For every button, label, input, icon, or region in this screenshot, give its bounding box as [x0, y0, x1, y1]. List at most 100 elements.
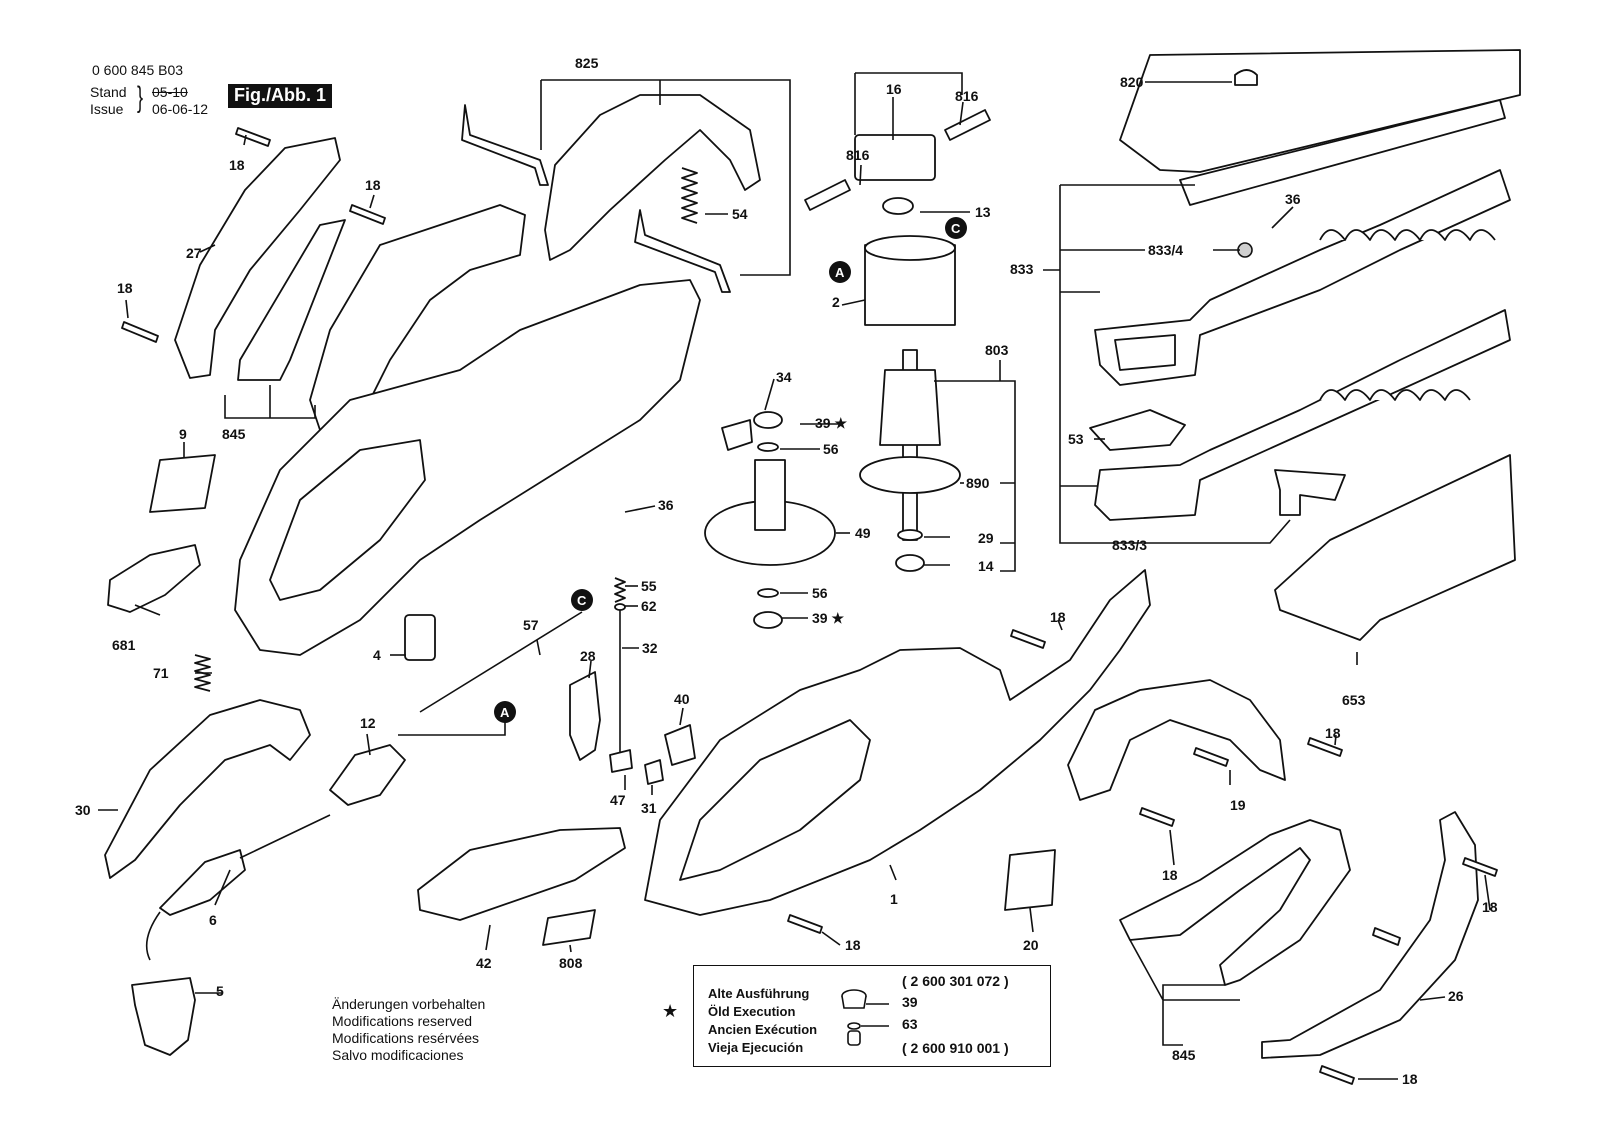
- callout-833: 833: [1010, 261, 1034, 277]
- callout-803: 803: [985, 342, 1009, 358]
- bushing-39-bottom: [753, 611, 783, 629]
- stator-top: [864, 235, 956, 261]
- callout-56-bottom: 56: [812, 585, 828, 601]
- power-cord: [145, 814, 331, 961]
- modifications-notice: Änderungen vorbehalten Modifications res…: [332, 996, 485, 1064]
- legend-title-fr: Ancien Exécution: [708, 1022, 818, 1037]
- main-housing-window: [679, 719, 871, 881]
- callout-16: 16: [886, 81, 902, 97]
- callout-4: 4: [373, 647, 381, 663]
- callout-32: 32: [642, 640, 658, 656]
- guard-26: [1261, 811, 1479, 1059]
- callout-31: 31: [641, 800, 657, 816]
- legend-part-icons: [841, 989, 889, 1046]
- callout-816-top: 816: [955, 88, 979, 104]
- legend-part-number-a: ( 2 600 301 072 ): [902, 973, 1009, 989]
- modifications-de: Änderungen vorbehalten: [332, 996, 486, 1012]
- issue-label: Issue: [90, 101, 124, 117]
- label-9: [149, 454, 216, 513]
- washer-29: [897, 529, 923, 541]
- callout-18-a: 18: [229, 157, 245, 173]
- callout-653: 653: [1342, 692, 1366, 708]
- callout-26: 26: [1448, 988, 1464, 1004]
- marker-c-wire: C: [577, 593, 587, 608]
- callout-29: 29: [978, 530, 994, 546]
- callout-54: 54: [732, 206, 748, 222]
- modifications-en: Modifications reserved: [332, 1013, 473, 1029]
- ring-62: [614, 603, 626, 611]
- callout-681: 681: [112, 637, 136, 653]
- brush-holder: [854, 134, 936, 181]
- spring-55: [614, 577, 626, 603]
- marker-a-wire: A: [500, 705, 510, 720]
- callout-6: 6: [209, 912, 217, 928]
- callout-42: 42: [476, 955, 492, 971]
- callout-55: 55: [641, 578, 657, 594]
- callout-845-left: 845: [222, 426, 246, 442]
- callout-18-e: 18: [1325, 725, 1341, 741]
- callout-833-4: 833/4: [1148, 242, 1183, 258]
- callout-2: 2: [832, 294, 840, 310]
- callout-9: 9: [179, 426, 187, 442]
- switch-rod-lower: [634, 209, 731, 293]
- callout-47: 47: [610, 792, 626, 808]
- armature-fan: [859, 456, 961, 494]
- bracket-28: [569, 671, 601, 761]
- old-date: 05-10: [152, 84, 188, 100]
- modifications-es: Salvo modificaciones: [332, 1047, 464, 1063]
- cable-lead-12: [329, 744, 406, 806]
- front-handle: [104, 699, 311, 879]
- legend-title-en: Öld Execution: [708, 1004, 796, 1019]
- callout-39-top: 39 ★: [815, 415, 847, 431]
- rear-guard: [1067, 679, 1286, 801]
- carbon-brush-right: [944, 109, 991, 141]
- blade-assembly: [1089, 49, 1521, 521]
- drawing-number: 0 600 845 B03: [92, 62, 184, 78]
- callout-53: 53: [1068, 431, 1084, 447]
- callout-18-h: 18: [1482, 899, 1498, 915]
- gear-shaft: [754, 459, 786, 531]
- callout-36-top: 36: [1285, 191, 1301, 207]
- callout-825: 825: [575, 55, 599, 71]
- bearing-13: [882, 197, 914, 215]
- stand-label: Stand: [90, 84, 127, 100]
- callout-14: 14: [978, 558, 994, 574]
- callout-28: 28: [580, 648, 596, 664]
- washer-56-top: [757, 442, 779, 452]
- callout-5: 5: [216, 983, 224, 999]
- label-20: [1004, 849, 1056, 911]
- callout-34: 34: [776, 369, 792, 385]
- screws: [121, 127, 1498, 1085]
- switch-lever: [544, 94, 761, 261]
- rear-grip: [1119, 819, 1351, 986]
- brace-symbol: }: [137, 81, 144, 114]
- housing-window: [269, 439, 426, 601]
- blade-guard: [1274, 454, 1516, 641]
- handle-cover: [174, 137, 341, 379]
- switch-4: [404, 614, 436, 661]
- callout-1: 1: [890, 891, 898, 907]
- legend-title-es: Vieja Ejecución: [708, 1040, 804, 1055]
- callout-18-d: 18: [1050, 609, 1066, 625]
- housing-shell: [234, 279, 701, 656]
- plug-5: [131, 977, 196, 1056]
- callout-39-bottom: 39 ★: [812, 610, 844, 626]
- callout-18-c: 18: [117, 280, 133, 296]
- spring-54: [681, 167, 698, 224]
- issue-date: 06-06-12: [152, 101, 209, 117]
- callout-18-b: 18: [365, 177, 381, 193]
- old-execution-legend: Alte Ausführung Öld Execution Ancien Exé…: [693, 965, 1051, 1067]
- connection-markers: A A C C: [494, 217, 967, 723]
- callout-labels: 825 820 16 816 816 18 18 18 27 54 13 36 …: [75, 55, 1498, 1087]
- legend-ref-63: 63: [902, 1016, 918, 1032]
- callout-12: 12: [360, 715, 376, 731]
- marker-a-stator: A: [835, 265, 845, 280]
- callout-30: 30: [75, 802, 91, 818]
- base-plate: [417, 827, 626, 921]
- callout-18-f: 18: [1162, 867, 1178, 883]
- wire-57: [419, 611, 583, 713]
- callout-833-3: 833/3: [1112, 537, 1147, 553]
- part-47: [609, 749, 633, 773]
- callout-36-mid: 36: [658, 497, 674, 513]
